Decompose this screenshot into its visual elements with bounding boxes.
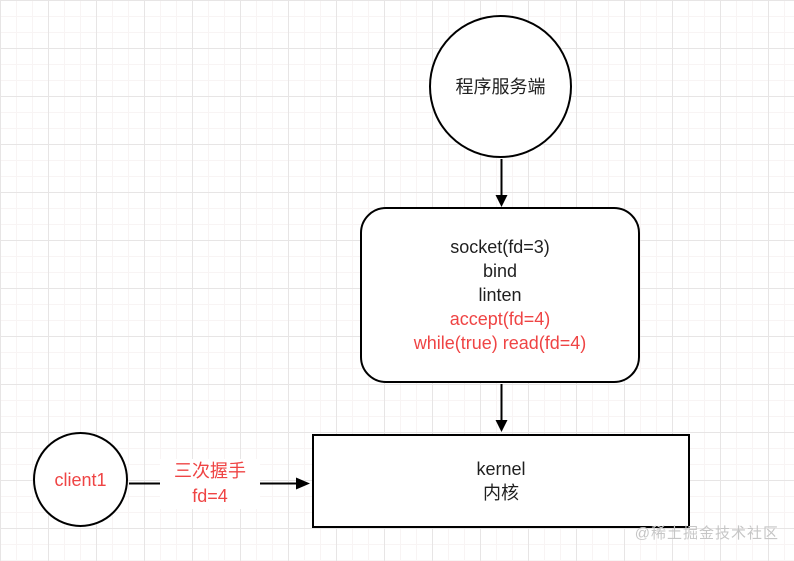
client-node: client1 (33, 432, 128, 527)
process-node: socket(fd=3) bind linten accept(fd=4) wh… (360, 207, 640, 383)
process-line-socket: socket(fd=3) (450, 237, 550, 257)
process-line-listen: linten (478, 285, 522, 305)
kernel-node: kernel 内核 (312, 434, 690, 528)
server-to-process-arrow (495, 159, 508, 207)
handshake-label-line2: fd=4 (192, 486, 228, 506)
watermark: @稀土掘金技术社区 (634, 525, 779, 542)
handshake-edge-label: 三次握手 fd=4 (160, 459, 260, 509)
kernel-node-label-zh: 内核 (483, 483, 519, 503)
process-to-kernel-arrow (495, 384, 508, 432)
kernel-node-label-en: kernel (476, 459, 526, 479)
server-node: 程序服务端 (429, 15, 572, 158)
process-line-bind: bind (482, 261, 518, 281)
client-node-label: client1 (54, 469, 107, 490)
handshake-label-line1: 三次握手 (174, 461, 246, 481)
process-line-read: while(true) read(fd=4) (413, 333, 587, 353)
server-node-label: 程序服务端 (455, 76, 546, 97)
process-line-accept: accept(fd=4) (449, 309, 551, 329)
